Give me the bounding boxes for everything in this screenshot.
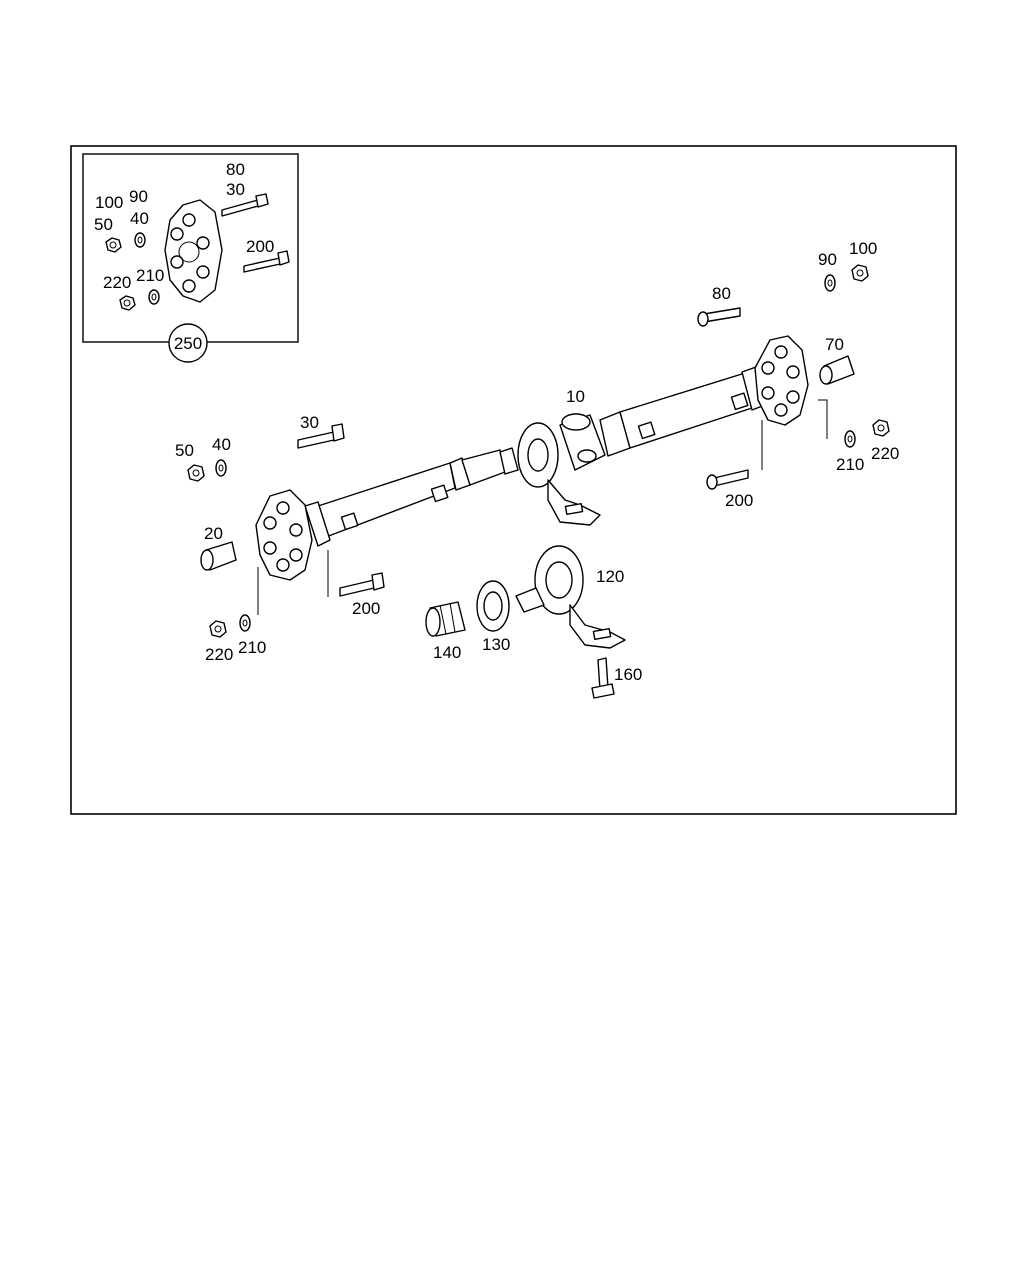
inset-nut-50 [105, 237, 122, 253]
boot-140 [425, 601, 466, 637]
callout-80: 80 [712, 284, 731, 303]
callout-30: 30 [300, 413, 319, 432]
callout-220-right: 220 [871, 444, 899, 463]
callout-160: 160 [614, 665, 642, 684]
flex-disc-right [754, 335, 809, 426]
bushing-70 [819, 355, 855, 385]
callout-inset-100: 100 [95, 193, 123, 212]
callout-inset-90: 90 [129, 187, 148, 206]
washer-210-right [844, 430, 856, 448]
shaft-left-section [304, 447, 519, 547]
callout-100: 100 [849, 239, 877, 258]
inset-bolt-lower [243, 250, 290, 273]
callout-inset-30: 30 [226, 180, 245, 199]
washer-40 [215, 459, 227, 477]
callout-inset-220: 220 [103, 273, 131, 292]
center-bearing-120 [515, 545, 626, 649]
callout-210-left: 210 [238, 638, 266, 657]
inset-washer-40 [134, 232, 146, 248]
bolt-80 [697, 307, 741, 327]
callout-210-right: 210 [836, 455, 864, 474]
screw-160 [591, 657, 615, 699]
center-support-mounted [517, 422, 601, 526]
bolt-200-right [706, 469, 749, 490]
nut-100 [851, 264, 869, 282]
universal-joint [559, 413, 606, 471]
callout-220-left: 220 [205, 645, 233, 664]
inset-panel [82, 153, 299, 363]
bolt-30 [297, 423, 345, 449]
diagram-frame [70, 145, 957, 815]
callout-inset-40: 40 [130, 209, 149, 228]
callout-40: 40 [212, 435, 231, 454]
callout-inset-200: 200 [246, 237, 274, 256]
callout-140: 140 [433, 643, 461, 662]
callout-inset-80: 80 [226, 160, 245, 179]
callout-inset-50: 50 [94, 215, 113, 234]
leader-lines [257, 399, 828, 615]
callout-200-left: 200 [352, 599, 380, 618]
callout-20: 20 [204, 524, 223, 543]
flex-disc-left [255, 489, 313, 581]
callout-90: 90 [818, 250, 837, 269]
callout-200-right: 200 [725, 491, 753, 510]
nut-220-left [209, 620, 227, 638]
shaft-right-section [599, 361, 779, 457]
nut-220-right [872, 419, 890, 437]
inset-washer-210 [148, 289, 160, 305]
callout-10: 10 [566, 387, 585, 406]
callout-50: 50 [175, 441, 194, 460]
bushing-20 [200, 541, 237, 571]
inset-flex-disc [164, 199, 223, 303]
callout-inset-210: 210 [136, 266, 164, 285]
inset-nut-220 [119, 295, 136, 311]
callout-inset-250: 250 [174, 334, 202, 353]
callout-130: 130 [482, 635, 510, 654]
bearing-130 [476, 580, 510, 632]
washer-90 [824, 274, 836, 292]
nut-50 [187, 464, 205, 482]
washer-210-left [239, 614, 251, 632]
callout-120: 120 [596, 567, 624, 586]
callout-70: 70 [825, 335, 844, 354]
inset-250-badge [168, 323, 208, 363]
inset-bolt-upper [221, 193, 269, 217]
bolt-200-left [339, 572, 385, 597]
